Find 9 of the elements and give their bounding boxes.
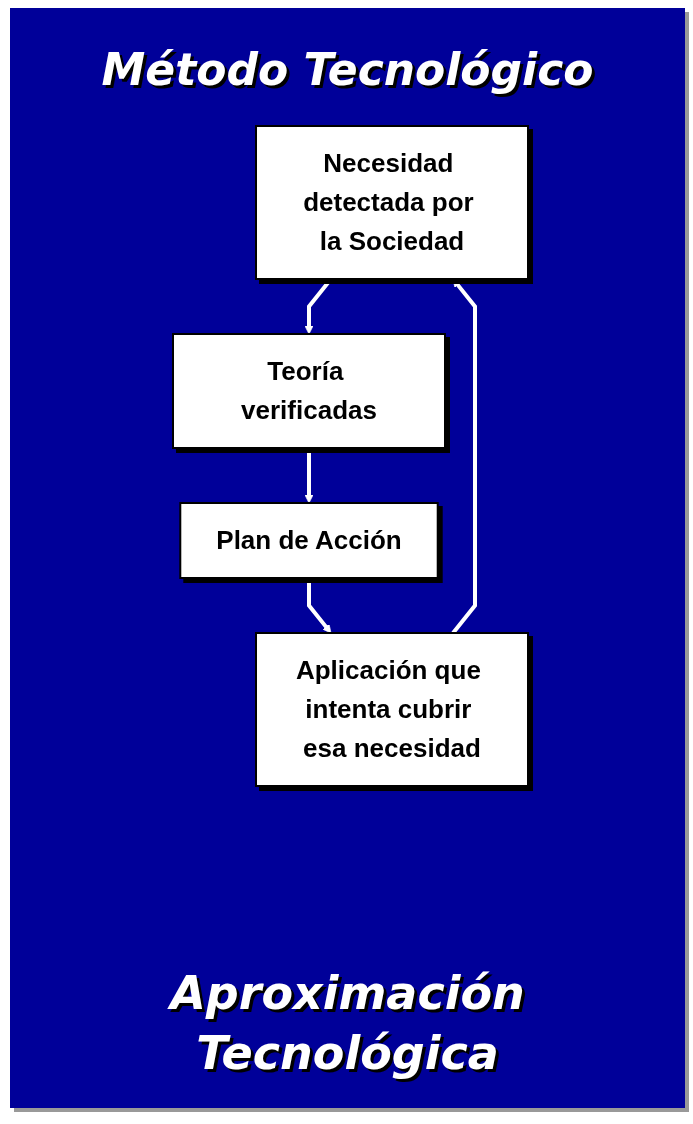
node-box: Necesidad detectada por la Sociedad — [254, 125, 529, 280]
caption: Aproximación Tecnológica — [10, 963, 685, 1083]
arrow — [304, 448, 313, 504]
node-box: Teoría verificadas — [171, 333, 446, 449]
node-box: Aplicación que intenta cubrir esa necesidad — [254, 632, 529, 787]
arrow — [451, 278, 477, 635]
title: Método Tecnológico — [100, 44, 595, 95]
arrow — [306, 578, 331, 634]
node-box: Plan de Acción — [178, 502, 439, 579]
